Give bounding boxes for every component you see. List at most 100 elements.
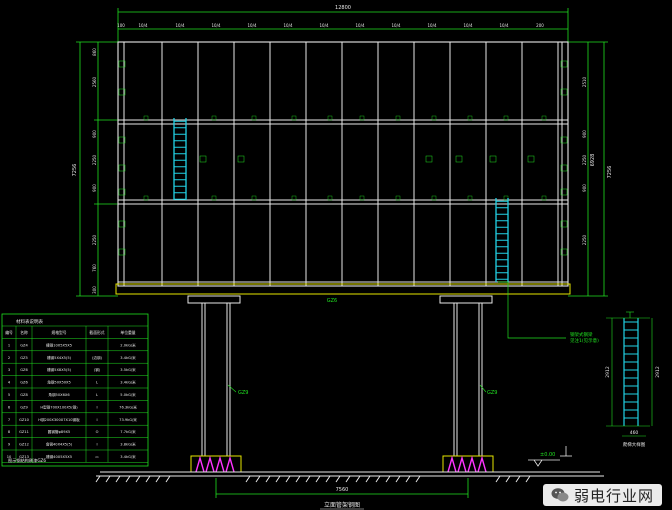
member-tag <box>291 195 297 201</box>
table-cell: 2.0kG/米 <box>120 342 136 347</box>
member-tag <box>560 88 568 96</box>
watermark-text: 弱电行业网 <box>573 486 654 505</box>
table-cell: 角钢40X4X5(5) <box>46 442 73 447</box>
right-dim-label: 2250 <box>582 154 587 165</box>
table-cell: 3.4kG/米 <box>120 380 136 385</box>
bay-dimension-labels: 100 10/4 10/4 10/4 10/4 10/4 10/4 10/4 10/4 10/4 1… <box>117 23 544 28</box>
member-tag <box>118 248 126 256</box>
table-cell: GZ9 <box>20 405 28 409</box>
table-cell: 3.8kG/米 <box>120 442 136 447</box>
wechat-icon <box>551 487 569 503</box>
left-dimension-lines <box>76 41 118 297</box>
watermark: 弱电行业网 <box>542 484 662 506</box>
member-tag <box>251 195 257 201</box>
member-tag <box>143 115 149 121</box>
bay-label: 10/4 <box>248 23 257 28</box>
table-cell: H钢200X300X7X10钢板 <box>38 417 80 422</box>
bay-label: 10/4 <box>284 23 293 28</box>
table-cell: GZ12 <box>19 443 29 447</box>
table-cell: 槽钢10X5X5X5 <box>46 342 72 347</box>
member-tag <box>527 155 535 163</box>
member-tag <box>560 220 568 228</box>
table-cell: 槽钢5X8X5(5) <box>47 367 72 372</box>
member-tag <box>211 115 217 121</box>
table-cell: 1 <box>8 343 10 347</box>
table-cell: GZ6 <box>20 381 28 385</box>
table-cell: 7 <box>8 418 10 422</box>
right-dimension-lines <box>568 41 608 297</box>
bay-label: 10/4 <box>428 23 437 28</box>
table-cell: GZ8 <box>20 393 28 397</box>
support-columns <box>187 295 493 456</box>
left-dim-label: 860 <box>92 48 97 56</box>
table-cell: 3.5kG/米 <box>120 367 136 372</box>
table-cell: 4 <box>8 381 11 385</box>
member-tag <box>431 195 437 201</box>
bay-label: 10/4 <box>356 23 365 28</box>
member-tag <box>541 195 547 201</box>
table-cell: O <box>96 430 99 434</box>
bay-label: 200 <box>536 23 544 28</box>
bay-label: 10/4 <box>139 23 148 28</box>
table-cell: GZ4 <box>20 343 28 347</box>
member-tag <box>118 88 126 96</box>
ladder-caption: 爬梯大样图 <box>623 441 646 448</box>
foundation-right <box>442 455 494 473</box>
table-cell: 73.9kG/米 <box>119 417 137 422</box>
table-cell: 7.7kG/米 <box>120 429 136 434</box>
column-label-left: GZ9 <box>238 390 248 396</box>
bottom-width-label: 7560 <box>336 487 349 493</box>
table-header: 截面形式 <box>89 330 104 335</box>
table-header: 单位重量 <box>120 330 135 335</box>
table-cell: GZ5 <box>20 356 28 360</box>
member-tag <box>327 115 333 121</box>
member-tag <box>395 115 401 121</box>
member-tag <box>467 195 473 201</box>
foundation-left <box>190 455 242 473</box>
left-dim-label: 2250 <box>92 234 97 245</box>
table-cell: 5.0kG/米 <box>120 392 136 397</box>
overall-width-label: 12800 <box>335 5 351 11</box>
callout-leader <box>498 281 566 339</box>
member-tag <box>541 115 547 121</box>
table-cell: ▭ <box>95 455 98 459</box>
vertical-members <box>117 42 569 286</box>
left-dim-label: 900 <box>92 130 97 138</box>
column-leaders <box>227 384 487 393</box>
member-tag <box>327 195 333 201</box>
left-dim-label: 300 <box>92 286 97 294</box>
bay-label: 10/4 <box>392 23 401 28</box>
member-tag <box>211 195 217 201</box>
bay-label: 10/4 <box>212 23 221 28</box>
table-cell: 槽钢5X4X5(5) <box>47 355 72 360</box>
table-cell: 76.3kG/米 <box>119 404 137 409</box>
member-tag <box>560 164 568 172</box>
ladder-detail <box>623 318 639 426</box>
member-tag <box>560 248 568 256</box>
material-table-title: 材料表说明表 <box>16 318 43 325</box>
bay-label: 100 <box>117 23 125 28</box>
member-tag <box>251 115 257 121</box>
bay-label: 10/4 <box>320 23 329 28</box>
bay-label: 10/4 <box>176 23 185 28</box>
table-header: 规格型号 <box>51 330 66 335</box>
member-tag <box>118 220 126 228</box>
level-mark-label: ±0.00 <box>540 452 555 458</box>
table-cell: (钢) <box>94 367 101 372</box>
left-dim-label: 900 <box>92 184 97 192</box>
bay-label: 10/4 <box>500 23 509 28</box>
table-cell: GZ10 <box>19 418 30 422</box>
table-cell: 槽钢40X5X5X5 <box>46 454 72 459</box>
callout-line1: 钢架式钢梁 <box>570 331 593 338</box>
table-cell: L <box>96 381 98 385</box>
right-dim-label: 900 <box>582 184 587 192</box>
ladder-detail-dims <box>606 311 653 437</box>
table-cell: 2 <box>8 356 10 360</box>
member-tag <box>118 60 126 68</box>
table-cell: 3.4kG/米 <box>120 454 136 459</box>
table-cell: I <box>96 443 97 447</box>
table-cell: 8 <box>8 430 11 434</box>
table-cell: GZ6 <box>20 368 28 372</box>
member-tag <box>118 136 126 144</box>
